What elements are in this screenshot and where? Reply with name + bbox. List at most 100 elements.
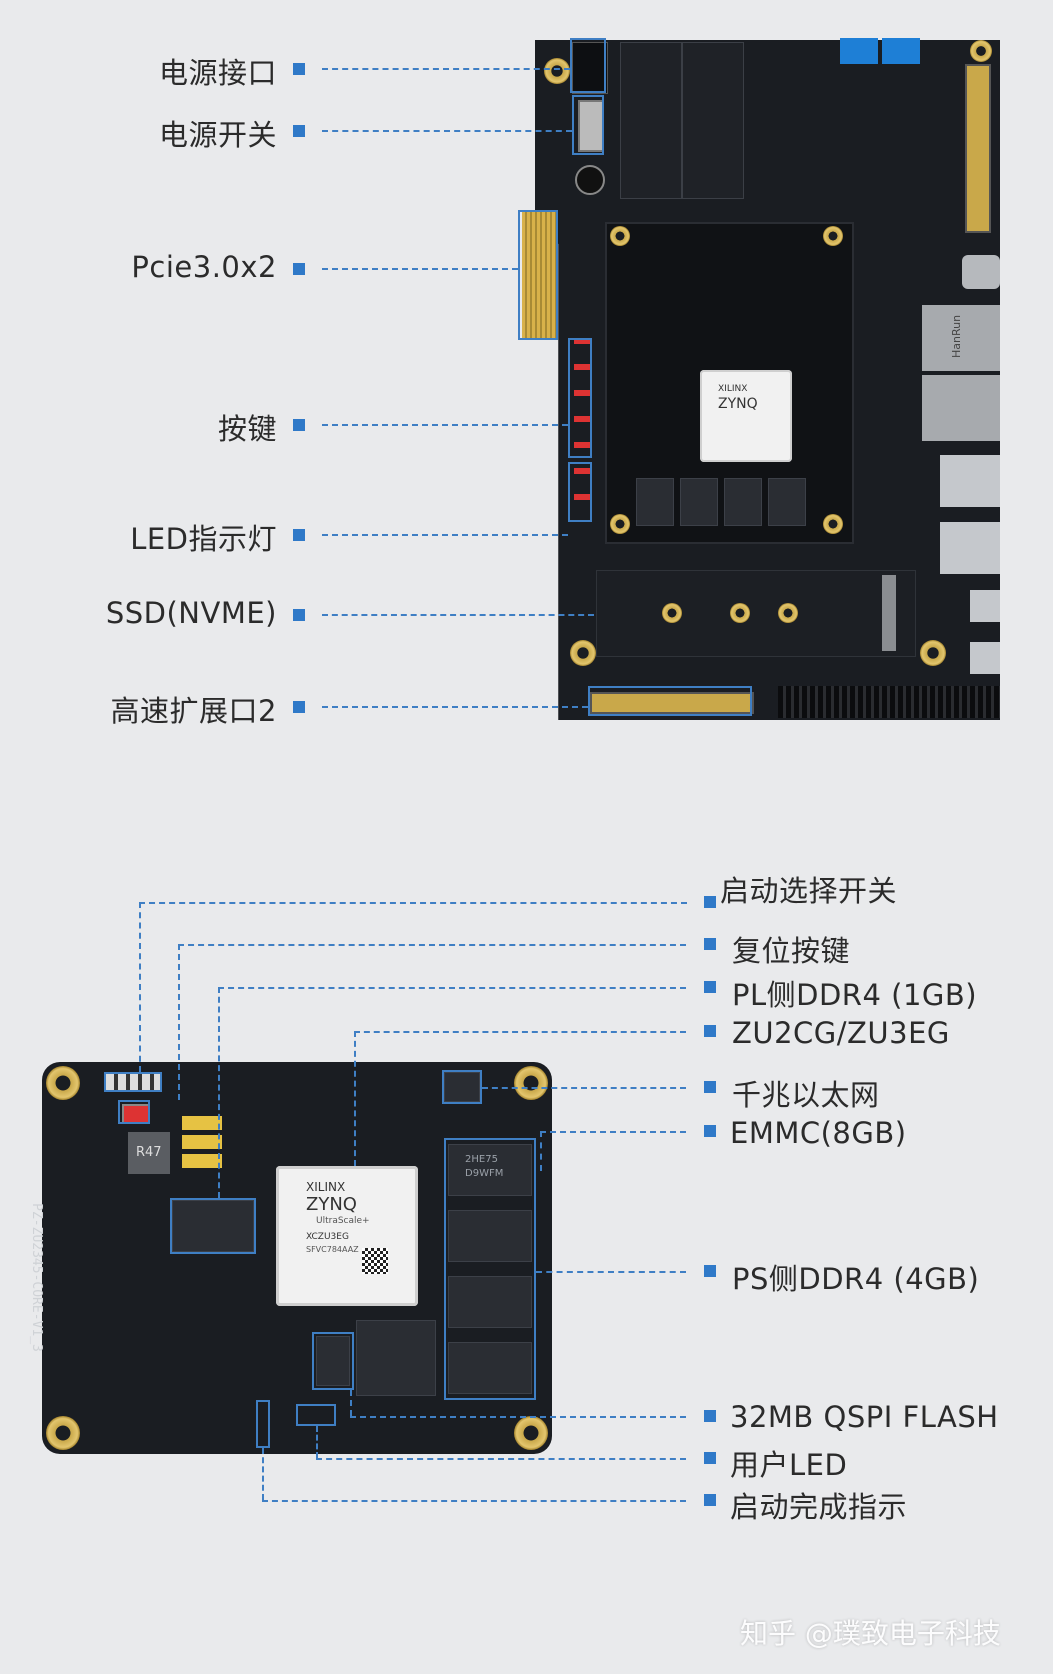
usb-port <box>970 590 1000 622</box>
highlight-leds <box>568 462 592 522</box>
fmc-connector <box>965 64 991 233</box>
marker <box>704 938 716 950</box>
label-boot-done: 启动完成指示 <box>730 1490 908 1524</box>
marker <box>293 701 305 713</box>
leader-line <box>139 902 687 904</box>
leader-line <box>322 268 518 270</box>
leader-line <box>322 614 594 616</box>
leader-line <box>262 1500 686 1502</box>
marker <box>293 125 305 137</box>
mount-hole <box>823 514 843 534</box>
mount-hole <box>544 58 570 84</box>
fpga-brand-text: XILINX <box>718 384 748 394</box>
pcie-gold-finger <box>522 212 558 338</box>
terminal-block <box>840 38 878 64</box>
qr-code <box>362 1248 388 1274</box>
leader-line <box>354 1031 686 1033</box>
marker <box>704 1265 716 1277</box>
inductor <box>128 1132 170 1174</box>
highlight-pcie <box>518 210 558 340</box>
marker <box>704 1081 716 1093</box>
marker <box>704 1452 716 1464</box>
highlight-boot-switch <box>104 1072 162 1092</box>
usb3-port <box>940 455 1000 507</box>
leader-line <box>322 706 588 708</box>
marker <box>293 609 305 621</box>
capacitor <box>575 165 605 195</box>
leader-line <box>540 1131 542 1171</box>
fpga-code-text: SFVC784AAZ <box>306 1245 359 1254</box>
label-buttons: 按键 <box>217 412 277 446</box>
marker <box>293 263 305 275</box>
power-switch <box>578 100 604 152</box>
highlight-qspi <box>312 1332 354 1390</box>
highlight-user-led <box>296 1404 336 1426</box>
fpga-brand-text: XILINX <box>306 1180 346 1194</box>
label-ssd: SSD(NVME) <box>105 596 277 630</box>
fpga-chip <box>276 1166 418 1306</box>
sfp-cage <box>620 42 682 199</box>
ethernet-phy <box>444 1072 480 1102</box>
label-pl-ddr: PL侧DDR4 (1GB) <box>732 978 978 1012</box>
pcb-name-text: PZ-ZU2345-CORE-V1_3 <box>28 1203 44 1352</box>
rj45-jack <box>922 375 1000 441</box>
leader-line <box>316 1426 318 1458</box>
marker <box>293 63 305 75</box>
marker <box>704 1025 716 1037</box>
leader-line <box>218 987 220 1198</box>
leader-line <box>178 944 686 946</box>
leader-line <box>350 1416 686 1418</box>
mount-hole <box>46 1066 80 1100</box>
mount-hole <box>920 640 946 666</box>
mount-hole <box>610 514 630 534</box>
fpga-family-text: ZYNQ <box>718 396 758 412</box>
leader-line <box>540 1131 686 1133</box>
power-jack <box>572 42 608 94</box>
leader-line <box>322 534 568 536</box>
ddr-chip <box>768 478 806 526</box>
m2-standoff <box>662 603 682 623</box>
watermark: 知乎 @璞致电子科技 <box>740 1617 1001 1650</box>
qspi-flash-chip <box>316 1336 350 1386</box>
label-fpga: ZU2CG/ZU3EG <box>732 1016 950 1050</box>
leader-line <box>178 944 180 1100</box>
m2-slot <box>596 570 916 657</box>
leader-line <box>218 987 686 989</box>
marker <box>704 896 716 908</box>
label-expansion-2: 高速扩展口2 <box>110 694 277 728</box>
ddr-marking: D9WFM <box>465 1168 504 1179</box>
ddr-chip <box>448 1276 532 1328</box>
ddr-chip <box>448 1342 532 1394</box>
usb-c-port <box>962 255 1000 289</box>
pl-ddr-chip <box>172 1200 254 1252</box>
sfp-cage <box>682 42 744 199</box>
emmc-chip <box>356 1320 436 1396</box>
highlight-ethernet <box>442 1070 482 1104</box>
terminal-block <box>882 38 920 64</box>
ddr-chip <box>448 1144 532 1196</box>
mount-hole <box>610 226 630 246</box>
mount-hole <box>514 1416 548 1450</box>
highlight-pl-ddr <box>170 1198 256 1254</box>
fpga-chip <box>700 370 792 462</box>
fpga-part-text: XCZU3EG <box>306 1232 349 1242</box>
ddr-chip <box>680 478 718 526</box>
m2-standoff <box>778 603 798 623</box>
ddr-chip <box>724 478 762 526</box>
label-pcie: Pcie3.0x2 <box>131 250 277 284</box>
leader-line <box>322 424 568 426</box>
leader-line <box>322 130 572 132</box>
rj45-jack <box>922 305 1000 371</box>
leader-line <box>139 902 141 1072</box>
label-ps-ddr: PS侧DDR4 (4GB) <box>732 1262 980 1296</box>
highlight-power-switch <box>572 95 604 155</box>
mount-hole <box>514 1066 548 1100</box>
leader-line <box>350 1390 352 1416</box>
leader-line <box>262 1448 264 1500</box>
ddr-chip <box>448 1210 532 1262</box>
marker <box>293 419 305 431</box>
marker <box>704 1125 716 1137</box>
label-boot-switch: 启动选择开关 <box>720 874 898 908</box>
marker <box>293 529 305 541</box>
ddr-chip <box>636 478 674 526</box>
